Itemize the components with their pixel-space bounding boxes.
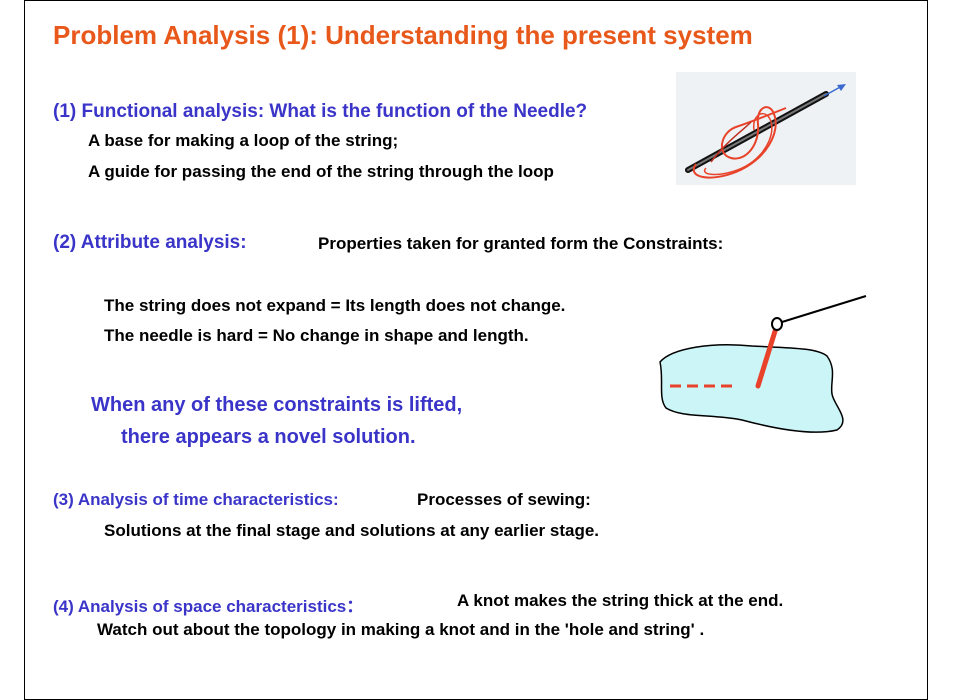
section-2-heading: (2) Attribute analysis: [53, 232, 247, 253]
section-3-line-1: Solutions at the final stage and solutio… [104, 521, 600, 540]
section-4-line-1: Watch out about the topology in making a… [97, 620, 705, 639]
section-4-heading: (4) Analysis of space characteristics： [53, 597, 364, 616]
section-2-line-1: The string does not expand = Its length … [104, 296, 566, 315]
slide-title: Problem Analysis (1): Understanding the … [53, 20, 753, 50]
needle-loop-illustration [676, 72, 856, 185]
section-3-subheading: Processes of sewing: [417, 490, 591, 509]
needle-fabric-illustration [652, 290, 872, 440]
section-2-emphasis-2: there appears a novel solution. [121, 426, 416, 448]
section-1-heading: (1) Functional analysis: What is the fun… [53, 101, 588, 122]
section-2-line-2: The needle is hard = No change in shape … [104, 326, 529, 345]
section-2-subheading: Properties taken for granted form the Co… [318, 234, 724, 253]
section-1-line-2: A guide for passing the end of the strin… [88, 162, 554, 181]
section-3-heading: (3) Analysis of time characteristics: [53, 490, 339, 509]
section-1-line-1: A base for making a loop of the string; [88, 131, 399, 150]
section-2-emphasis-1: When any of these constraints is lifted, [91, 394, 463, 416]
section-4-subheading: A knot makes the string thick at the end… [457, 591, 784, 610]
